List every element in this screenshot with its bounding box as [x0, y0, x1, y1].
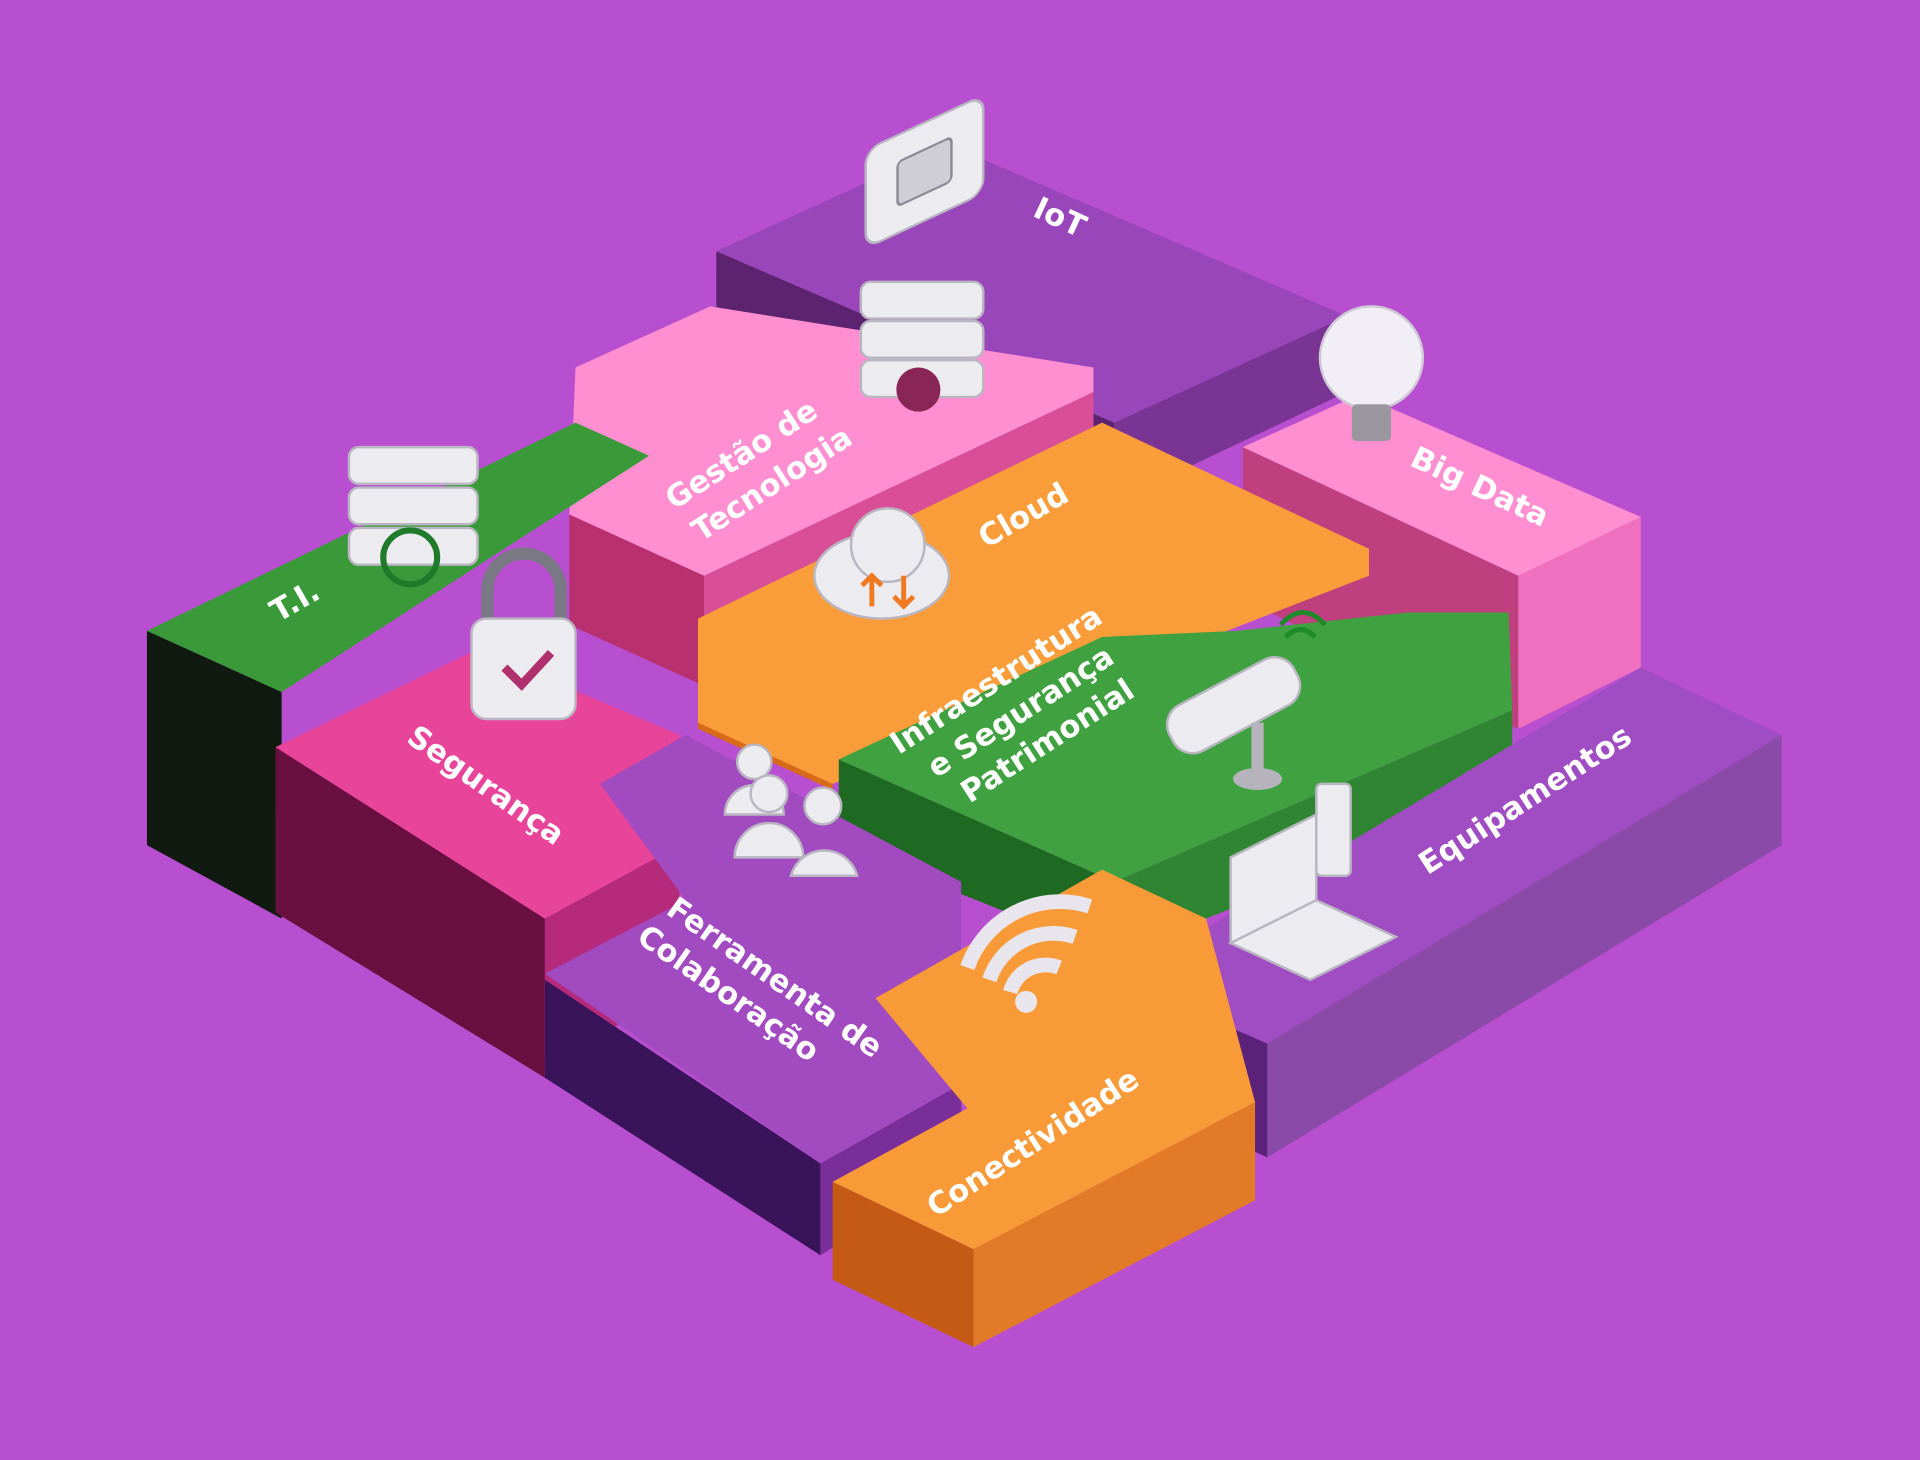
wifi-icon — [960, 894, 1093, 1013]
people-icon — [723, 743, 859, 877]
server-gear-icon — [859, 280, 985, 412]
block-seguranca: Segurança — [275, 547, 680, 1078]
block-conectividade: Conectividade — [832, 869, 1256, 1348]
sim-card-icon — [864, 99, 985, 245]
block-ti: T.I. — [146, 422, 649, 919]
cloud-sync-icon — [813, 507, 951, 620]
lightbulb-icon — [1318, 305, 1425, 442]
security-camera-icon — [1165, 610, 1327, 790]
block-cloud: Cloud — [697, 422, 1369, 790]
server-globe-icon — [347, 445, 479, 588]
block-ferramenta: Ferramenta de Colaboração — [544, 734, 962, 1256]
padlock-icon — [470, 547, 577, 721]
laptop-icon — [1227, 782, 1399, 982]
